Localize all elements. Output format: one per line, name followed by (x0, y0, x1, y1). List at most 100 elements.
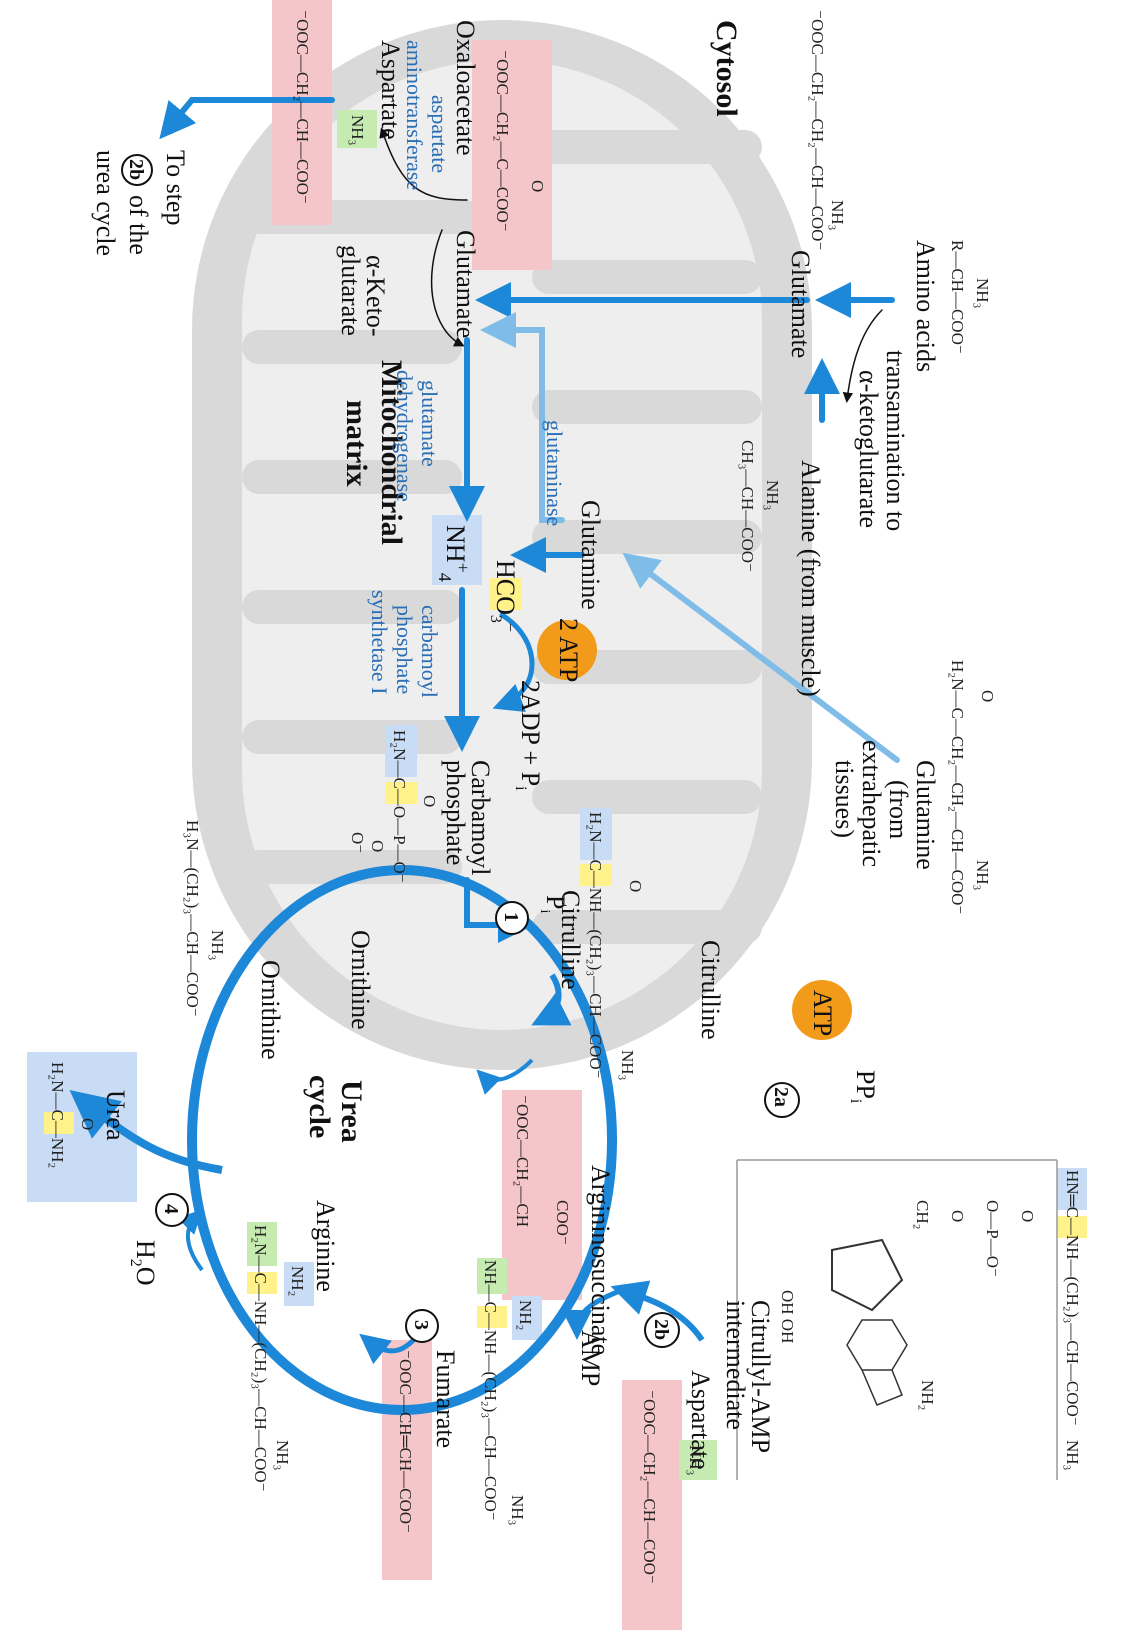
step2b-circle (644, 1312, 680, 1348)
atp2-label: 2 ATP (554, 618, 583, 682)
arrow-urea-out (69, 1090, 223, 1174)
atp1-circle (792, 980, 852, 1040)
atp2-circle (537, 620, 597, 680)
akg-label-1: α-Keto- (361, 255, 390, 336)
arg-nh2-box (284, 1262, 314, 1306)
camp-o: O (1018, 1210, 1037, 1222)
citrullyl-amp-label-1: Citrullyl-AMP (746, 1300, 775, 1453)
arrow-h2o-in (177, 1209, 204, 1272)
ala-formula: CH₃—CH—COO⁻ (738, 440, 757, 572)
cit-o: O (626, 880, 645, 892)
aspartate-cyto-label: Aspartate (686, 1370, 715, 1470)
cit-h2n-box (580, 808, 612, 860)
glutamine-extra-label-1: Glutamine (911, 760, 940, 870)
glu-cyto-nh3: NH₃ (828, 200, 847, 231)
urea-cycle-label-1: Urea (335, 1080, 368, 1143)
step4-circle (155, 1193, 189, 1227)
cp-om: O⁻ (348, 832, 367, 853)
arrow-ppi-out (476, 1058, 534, 1095)
citrullyl-amp-bracket (736, 1159, 1058, 1480)
step2b-num: 2b (650, 1319, 672, 1340)
gdh-label-2: dehydrogenase (392, 370, 417, 502)
fum-box (382, 1340, 432, 1580)
oxaloacetate-box (472, 40, 552, 270)
gln-o: O (978, 690, 997, 702)
ribose-ring (831, 1238, 904, 1312)
arg-nh3: NH₃ (273, 1440, 292, 1471)
pi1-label: Pi (537, 895, 570, 913)
urea-cycle-label-2: cycle (303, 1075, 336, 1138)
asp-mito-formula: ⁻OOC—CH₂—CH—COO⁻ (293, 10, 312, 204)
camp-ch2: CH₂ (913, 1200, 932, 1230)
asp-cyto-box (622, 1380, 682, 1630)
glutamine-extra-label-3: extrahepatic (857, 740, 886, 867)
arrow-gdh-swoop (430, 229, 465, 347)
h2o-label: H2O (127, 1240, 160, 1286)
amino-acids-label: Amino acids (911, 240, 940, 372)
camp-p: O—P—O⁻ (983, 1200, 1002, 1277)
arrow-gln-extra (622, 552, 900, 763)
arrow-glutaminase (480, 312, 565, 523)
gln-nh3: NH₃ (973, 860, 992, 891)
aspartate-mito-box (272, 0, 332, 225)
arrow-atp-arc (492, 612, 535, 712)
gdh-label-1: glutamate (417, 380, 442, 467)
urea-label: Urea (101, 1090, 130, 1141)
cit-c-box (580, 864, 612, 886)
step2a-circle (764, 1082, 800, 1118)
arrow-step2b-in (610, 1280, 705, 1342)
step3-num: 3 (410, 1320, 432, 1330)
urea-cycle-ring (69, 865, 705, 1415)
urea-c-box (44, 1112, 74, 1134)
camp-oh: OH OH (778, 1290, 797, 1343)
transamination-label-2: α-ketoglutarate (854, 370, 883, 528)
gln-formula: H₂N—C—CH₂—CH₂—CH—COO⁻ (948, 660, 967, 914)
ast-label-2: aminotransferase (402, 40, 427, 190)
cp-c-box (385, 782, 417, 804)
camp-nh3: NH₃ (1063, 1440, 1082, 1471)
as-formula: NH—C—NH—(CH₂)₃—CH—COO⁻ (481, 1260, 500, 1521)
arg-h2n-box (247, 1222, 277, 1266)
cp-formula: H₂N—C—O—P—O⁻ (390, 730, 409, 883)
arg-formula: H₂N—C—NH—(CH₂)₃—CH—COO⁻ (251, 1225, 270, 1492)
cit-formula: H₂N—C—NH—(CH₂)₃—CH—COO⁻ (586, 812, 605, 1079)
carbamoyl-label-2: phosphate (441, 760, 470, 865)
hco3-label: HCO3− (487, 560, 520, 632)
as-nh2: NH₂ (516, 1300, 535, 1330)
cps-label-1: carbamoyl (417, 605, 442, 698)
fumarate-label: Fumarate (431, 1350, 460, 1448)
akg-label-2: glutarate (336, 245, 365, 336)
nh4-box (432, 515, 482, 585)
as-c-box (477, 1306, 507, 1328)
glu-cyto-formula: ⁻OOC—CH₂—CH₂—CH—COO⁻ (808, 10, 827, 250)
step2b-ref-circle (121, 154, 153, 186)
camp-formula: HN═C—NH—(CH₂)₃—CH—COO⁻ (1063, 1170, 1082, 1426)
to-step-num: 2b (125, 159, 147, 180)
ast-label-1: aspartate (427, 95, 452, 173)
cps-label-2: phosphate (392, 605, 417, 694)
asp-cyto-nh3-box (679, 1440, 717, 1480)
cytosol-label: Cytosol (710, 20, 743, 117)
argininosuccinate-label: Argininosuccinate (586, 1165, 615, 1355)
oxaloacetate-label: Oxaloacetate (451, 20, 480, 156)
amp-label: AMP (576, 1330, 605, 1386)
to-step-label-1: To step (161, 150, 190, 225)
text-labels: Cytosol Mitochondrial matrix NH₃ R—CH—CO… (48, 10, 1082, 1584)
as-nh-box (477, 1258, 507, 1294)
transamination-label-1: transamination to (881, 350, 910, 531)
cp-o2: O (368, 840, 387, 852)
ppi-label: PPi (847, 1070, 880, 1104)
orn-formula: H₃N—(CH₂)₃—CH—COO⁻ (183, 820, 202, 1017)
glutamate-mito-label: Glutamate (451, 230, 480, 338)
glutaminase-label: glutaminase (542, 420, 567, 526)
orn-nh3: NH₃ (208, 930, 227, 961)
camp-hn-box (1057, 1168, 1087, 1210)
aspartate-mito-label: Aspartate (376, 40, 405, 140)
cristae (242, 130, 762, 944)
adp-label: 2ADP + Pi (512, 680, 545, 791)
urea-formula: H₂N—C—NH₂ (48, 1062, 67, 1168)
nh4-label: NH+4 (435, 525, 473, 582)
step-circles (121, 154, 800, 1348)
